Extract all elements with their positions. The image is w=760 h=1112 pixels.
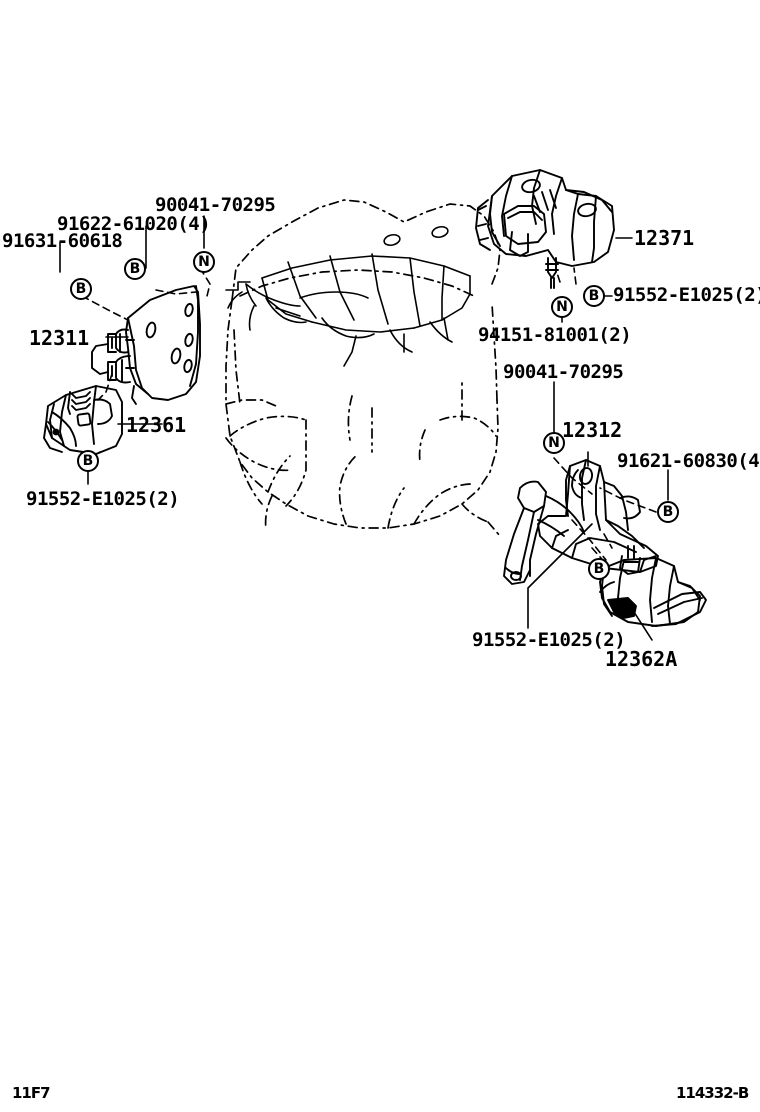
- engine-ghost-outline: [225, 199, 501, 537]
- part-12362a-insulator: [599, 545, 707, 627]
- callout-91552-E1025-left: 91552-E1025(2): [26, 488, 180, 510]
- callout-90041-70295-top: 90041-70295: [155, 194, 276, 216]
- callout-91622-61020: 91622-61020(4): [57, 213, 211, 235]
- callout-91621-60830: 91621-60830(4): [617, 450, 760, 472]
- marker-n-90041-mid: N: [543, 432, 565, 454]
- callout-90041-70295-mid: 90041-70295: [503, 361, 624, 383]
- engine-detail-lines: [225, 225, 471, 367]
- part-12312-bracket: [503, 459, 659, 585]
- marker-b-91552-bottom: B: [588, 558, 610, 580]
- footer-figure-number: 114332-B: [676, 1084, 749, 1102]
- callout-12371: 12371: [634, 226, 695, 250]
- leader-lines: [59, 215, 669, 641]
- footer-sheet-code: 11F7: [12, 1084, 51, 1102]
- callout-12312: 12312: [562, 418, 623, 442]
- marker-b-91621: B: [657, 501, 679, 523]
- part-12371-insulator: [475, 169, 615, 289]
- callout-91631-60618: 91631-60618: [2, 230, 123, 252]
- callout-12362a: 12362A: [605, 647, 678, 671]
- callout-12361: 12361: [126, 413, 187, 437]
- part-12361-insulator: [43, 385, 123, 455]
- marker-b-91552-right: B: [583, 285, 605, 307]
- marker-b-91631: B: [70, 278, 92, 300]
- callout-12311: 12311: [29, 326, 90, 350]
- callout-91552-E1025-bottom: 91552-E1025(2): [472, 629, 626, 651]
- marker-n-94151: N: [551, 296, 573, 318]
- marker-b-91622: B: [124, 258, 146, 280]
- callout-94151-81001: 94151-81001(2): [478, 324, 632, 346]
- marker-n-90041-top: N: [193, 251, 215, 273]
- callout-91552-E1025-right: 91552-E1025(2): [613, 284, 760, 306]
- marker-b-91552-left: B: [77, 450, 99, 472]
